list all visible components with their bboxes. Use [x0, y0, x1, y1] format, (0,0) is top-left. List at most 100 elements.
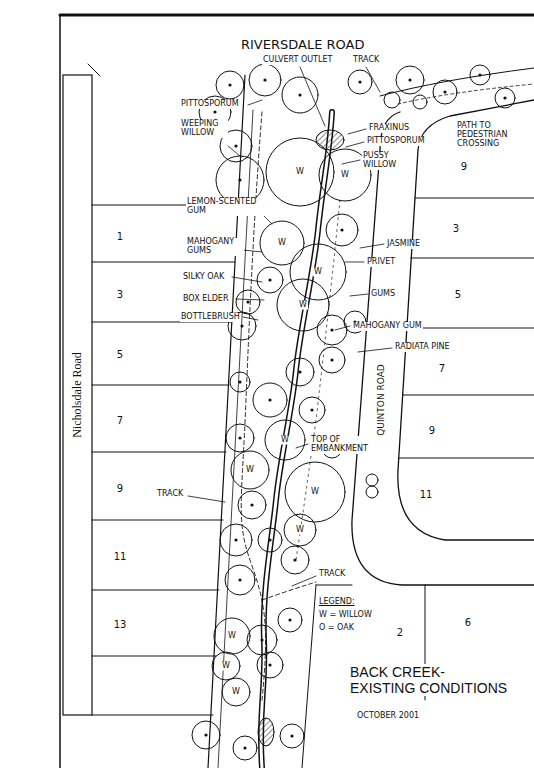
- map-label: TRACK: [318, 570, 346, 579]
- map-label: PATH TO PEDESTRIAN CROSSING: [456, 122, 524, 148]
- lot-number: 7: [438, 363, 446, 374]
- road-edge: [352, 112, 534, 585]
- culvert-pool: [316, 130, 344, 150]
- map-label: RADIATA PINE: [394, 343, 451, 352]
- tree-canopy: [192, 721, 220, 749]
- map-label: LEGEND:: [318, 598, 356, 607]
- tree-canopy: [247, 625, 277, 655]
- map-label: BOX ELDER: [182, 295, 229, 304]
- tree-trunk: [408, 78, 411, 81]
- map-label: TRACK: [156, 490, 184, 499]
- tree-symbol: W: [310, 488, 320, 497]
- lot-number: 5: [116, 349, 124, 360]
- tree-canopy: [257, 267, 283, 293]
- tree-trunk: [290, 734, 293, 737]
- map-label: LEMON-SCENTED GUM: [186, 198, 268, 216]
- tree-trunk: [268, 278, 271, 281]
- road-name: Nicholsdale Road: [71, 351, 84, 439]
- tree-trunk: [238, 436, 241, 439]
- tree-trunk: [234, 538, 237, 541]
- lot-number: 11: [419, 489, 434, 500]
- plan-title: BACK CREEK- EXISTING CONDITIONS: [350, 664, 511, 696]
- map-label: PITTOSPORUM: [366, 137, 426, 146]
- lot-number: 6: [464, 617, 472, 628]
- tree-canopy: [433, 80, 457, 104]
- tree-canopy: [212, 652, 240, 680]
- tree-canopy: [384, 92, 400, 108]
- tree-canopy: [326, 214, 358, 246]
- tree-symbol: W: [295, 526, 305, 535]
- tree-canopy: [495, 88, 515, 108]
- tree-trunk: [263, 78, 266, 81]
- legend-entry: O = OAK: [318, 624, 355, 633]
- map-label: TOP OF EMBANKMENT: [310, 436, 376, 454]
- map-label: PUSSY WILLOW: [362, 152, 406, 170]
- tree-canopy: [220, 524, 252, 556]
- tree-trunk: [268, 398, 271, 401]
- map-label: CULVERT OUTLET: [262, 56, 333, 65]
- tree-trunk: [268, 538, 271, 541]
- tree-canopy: [260, 221, 304, 265]
- tree-trunk: [243, 746, 246, 749]
- tree-symbol: W: [245, 466, 255, 475]
- tree-canopy: [470, 65, 490, 85]
- tree-symbol: W: [298, 301, 308, 310]
- tree-trunk: [234, 144, 237, 147]
- tree-symbol: W: [277, 239, 287, 248]
- tree-canopy: [222, 678, 250, 706]
- tree-trunk: [228, 83, 231, 86]
- map-label: TRACK: [352, 56, 380, 65]
- corner-mark: [88, 64, 100, 76]
- tree-canopy: [284, 514, 316, 546]
- tree-canopy: [290, 244, 346, 300]
- lot-number: 11: [113, 551, 128, 562]
- map-label: JASMINE: [386, 240, 421, 249]
- tree-symbol: W: [227, 632, 237, 641]
- tree-canopy: [226, 424, 254, 452]
- tree-canopy: [216, 71, 244, 99]
- tree-symbol: W: [280, 436, 290, 445]
- tree-trunk: [298, 93, 301, 96]
- tree-canopy: [265, 420, 305, 460]
- tree-trunk: [310, 408, 313, 411]
- tree-canopy: [286, 358, 314, 386]
- tree-canopy: [366, 486, 378, 498]
- tree-canopy: [231, 451, 269, 489]
- road-name: RIVERSDALE ROAD: [240, 38, 365, 52]
- lot-number: 9: [116, 483, 124, 494]
- tree-trunk: [443, 90, 446, 93]
- map-label: PRIVET: [366, 258, 396, 267]
- tree-trunk: [238, 380, 241, 383]
- road-strip: [63, 75, 92, 715]
- tree-trunk: [238, 578, 241, 581]
- tree-canopy: [214, 618, 250, 654]
- tree-trunk: [340, 228, 343, 231]
- map-label: SILKY OAK: [182, 273, 225, 282]
- tree-trunk: [503, 96, 506, 99]
- lot-number: 1: [116, 231, 124, 242]
- tree-canopy: [413, 95, 427, 109]
- tree-canopy: [366, 474, 378, 486]
- path-line: [398, 84, 534, 104]
- tree-canopy: [233, 736, 257, 760]
- tree-trunk: [288, 618, 291, 621]
- frame-line: [59, 15, 61, 768]
- tree-canopy: [238, 491, 266, 519]
- map-label: MAHOGANY GUMS: [186, 238, 244, 256]
- reserve-boundary: [208, 75, 245, 768]
- lot-number: 3: [452, 223, 460, 234]
- legend-entry: W = WILLOW: [318, 611, 373, 620]
- lot-lines: [92, 205, 238, 715]
- tree-trunk: [293, 558, 296, 561]
- tree-trunk: [238, 178, 241, 181]
- tree-canopy: [317, 315, 347, 345]
- tree-symbol: W: [231, 688, 241, 697]
- tree-canopy: [396, 66, 424, 94]
- tree-trunk: [268, 663, 271, 666]
- tree-canopy: [249, 64, 281, 96]
- lot-lines: [302, 198, 534, 768]
- map-label: WEEPING WILLOW: [180, 120, 228, 138]
- tree-canopy: [266, 138, 334, 206]
- embankment-line: [296, 200, 340, 560]
- tree-trunk: [298, 370, 301, 373]
